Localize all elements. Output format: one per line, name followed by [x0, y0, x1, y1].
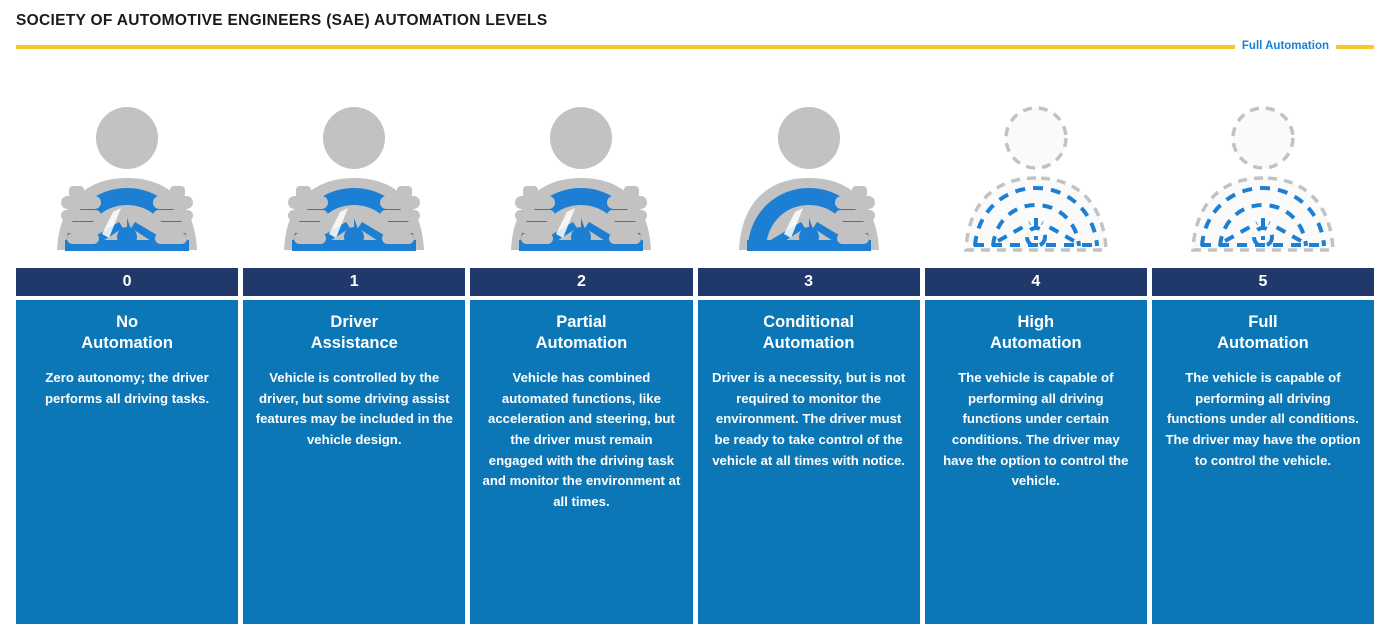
level-number: 2 — [576, 273, 586, 290]
level-number: 5 — [1258, 273, 1268, 290]
level-title: Conditional Automation — [762, 313, 855, 353]
level-number: 4 — [1031, 273, 1041, 290]
level-column-5: 5 Full Automation The vehicle is capable… — [1151, 72, 1375, 624]
driver-both-hands-icon — [243, 72, 465, 268]
level-card: No Automation Zero autonomy; the driver … — [16, 300, 239, 624]
driver-both-hands-icon — [470, 72, 692, 268]
level-column-0: 0 No Automation Zero autonomy; the drive… — [16, 72, 239, 624]
driver-both-hands-icon — [16, 72, 238, 268]
level-number-bar: 4 — [924, 268, 1147, 296]
driver-dashed-icon — [1152, 72, 1374, 268]
level-description: Vehicle has combined automated functions… — [482, 370, 681, 509]
level-title: High Automation — [989, 313, 1082, 353]
level-column-2: 2 Partial Automation Vehicle has combine… — [470, 72, 693, 624]
full-automation-rule-label: Full Automation — [1241, 40, 1329, 53]
level-card: Full Automation The vehicle is capable o… — [1151, 300, 1375, 624]
level-title: Partial Automation — [535, 313, 628, 353]
level-number: 1 — [349, 273, 359, 290]
level-column-3: 3 Conditional Automation Driver is a nec… — [697, 72, 920, 624]
driver-one-hand-icon — [698, 72, 920, 268]
level-number-bar: 1 — [243, 268, 466, 296]
level-description: Zero autonomy; the driver performs all d… — [45, 370, 210, 406]
level-card: Partial Automation Vehicle has combined … — [470, 300, 693, 624]
level-card: Driver Assistance Vehicle is controlled … — [243, 300, 466, 624]
level-description: Driver is a necessity, but is not requir… — [711, 370, 906, 468]
level-number: 0 — [122, 273, 132, 290]
rule-segment-right — [1336, 45, 1374, 49]
page-title: SOCIETY OF AUTOMOTIVE ENGINEERS (SAE) AU… — [16, 12, 548, 29]
level-description: Vehicle is controlled by the driver, but… — [255, 370, 453, 447]
level-number-bar: 2 — [470, 268, 693, 296]
level-number: 3 — [804, 273, 814, 290]
level-title: No Automation — [81, 313, 173, 353]
level-description: The vehicle is capable of performing all… — [943, 370, 1129, 489]
level-column-4: 4 High Automation The vehicle is capable… — [924, 72, 1147, 624]
rule-segment-left — [16, 45, 1235, 49]
header-rule: Full Automation — [16, 40, 1374, 54]
level-column-1: 1 Driver Assistance Vehicle is controlle… — [243, 72, 466, 624]
level-title: Driver Assistance — [310, 313, 398, 353]
level-description: The vehicle is capable of performing all… — [1165, 370, 1361, 468]
driver-dashed-icon — [925, 72, 1147, 268]
level-title: Full Automation — [1217, 313, 1309, 353]
level-number-bar: 0 — [16, 268, 239, 296]
level-card: High Automation The vehicle is capable o… — [924, 300, 1147, 624]
level-card: Conditional Automation Driver is a neces… — [697, 300, 920, 624]
level-number-bar: 5 — [1151, 268, 1375, 296]
level-number-bar: 3 — [697, 268, 920, 296]
levels-row: 0 No Automation Zero autonomy; the drive… — [16, 72, 1375, 624]
